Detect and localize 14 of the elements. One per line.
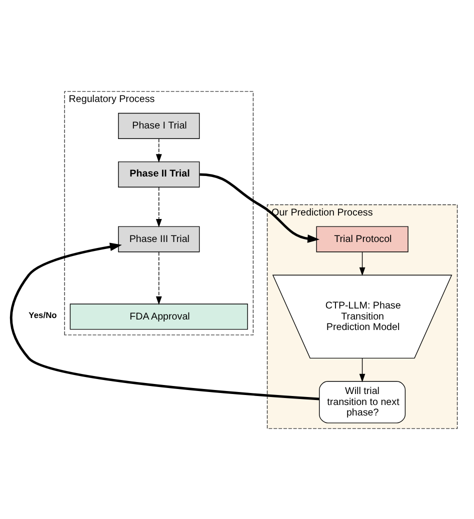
node-box: Phase I Trial	[118, 112, 200, 138]
arrow	[156, 138, 162, 162]
arrow	[359, 358, 366, 382]
arrow	[156, 186, 162, 227]
node-box: Trial Protocol	[316, 226, 408, 252]
arrow	[156, 251, 162, 304]
node-box: FDA Approval	[70, 303, 248, 330]
arrow	[10, 242, 320, 400]
node-box: Will trial transition to next phase?	[319, 380, 406, 423]
edge-label: Yes/No	[28, 310, 57, 320]
arrow	[359, 251, 366, 276]
node-box: Phase III Trial	[118, 226, 200, 252]
node-box: Phase II Trial	[118, 160, 200, 188]
arrow	[200, 172, 320, 242]
